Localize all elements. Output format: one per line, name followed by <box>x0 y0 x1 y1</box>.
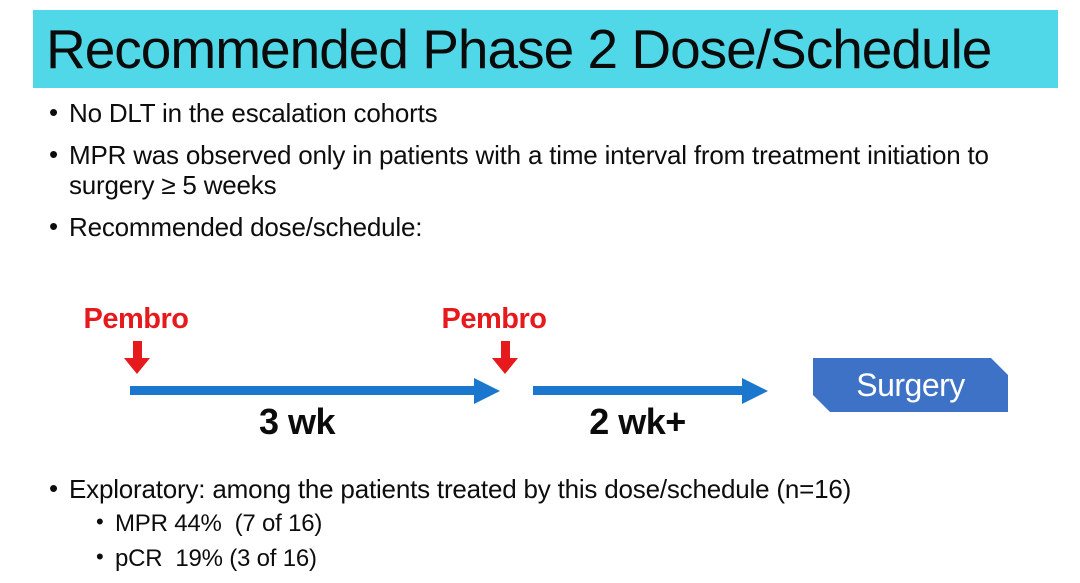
slide-title-bar: Recommended Phase 2 Dose/Schedule <box>33 10 1058 88</box>
down-arrow-icon <box>124 341 150 374</box>
bullet-list: No DLT in the escalation cohorts MPR was… <box>48 98 1023 256</box>
slide-title: Recommended Phase 2 Dose/Schedule <box>46 18 992 80</box>
interval-1-label: 3 wk <box>258 401 336 442</box>
pembro-dose-2-label: Pembro <box>441 303 547 335</box>
timeline-right-arrow-icon-1 <box>130 386 474 395</box>
down-arrow-head <box>124 358 150 374</box>
bullet-recommended: Recommended dose/schedule: <box>48 212 1023 242</box>
surgery-box: Surgery <box>813 358 1008 412</box>
surgery-label: Surgery <box>856 366 965 403</box>
bullet-no-dlt: No DLT in the escalation cohorts <box>48 98 1023 128</box>
pembro-dose-1-label: Pembro <box>83 303 189 335</box>
bullet-exploratory: Exploratory: among the patients treated … <box>48 474 1033 504</box>
sub-bullet-mpr: MPR 44% (7 of 16) <box>95 510 1033 537</box>
down-arrow-icon <box>492 341 518 374</box>
exploratory-sub-bullets: MPR 44% (7 of 16) pCR 19% (3 of 16) <box>95 510 1033 572</box>
down-arrow-stem <box>132 341 142 358</box>
bullet-mpr-interval: MPR was observed only in patients with a… <box>48 140 1023 200</box>
interval-2-label: 2 wk+ <box>589 401 686 442</box>
down-arrow-head <box>492 358 518 374</box>
timeline-right-arrow-icon-2 <box>533 386 742 395</box>
sub-bullet-pcr: pCR 19% (3 of 16) <box>95 545 1033 572</box>
exploratory-section: Exploratory: among the patients treated … <box>48 474 1033 580</box>
down-arrow-stem <box>500 341 510 358</box>
